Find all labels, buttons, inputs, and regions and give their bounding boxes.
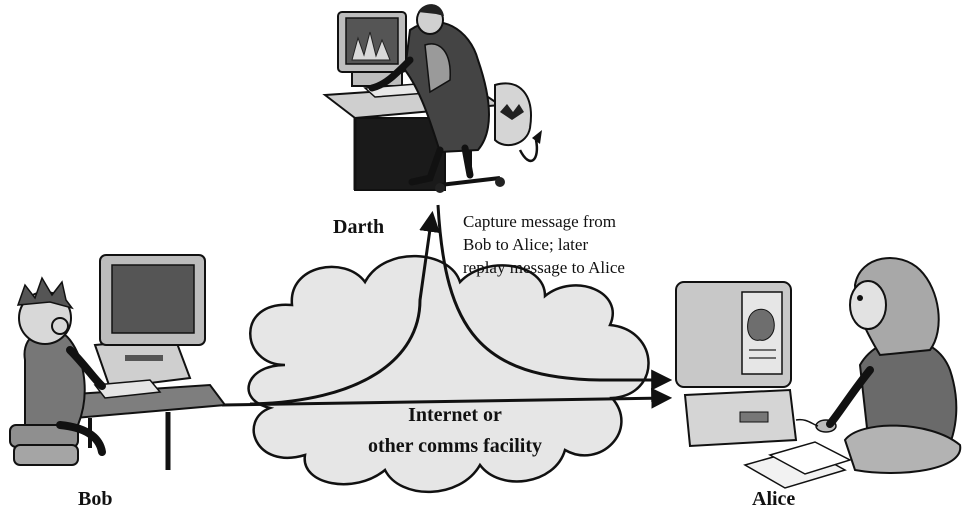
network-cloud: [247, 254, 650, 494]
darth-label: Darth: [333, 216, 384, 238]
network-label-line-2: other comms facility: [368, 435, 542, 457]
darth-figure: [322, 4, 542, 193]
alice-figure: [675, 257, 962, 489]
capture-arrow: [249, 210, 441, 406]
alice-label: Alice: [752, 488, 795, 510]
attack-note-line-2: Bob to Alice; later: [463, 235, 588, 254]
attack-note-line-1: Capture message from: [463, 212, 616, 231]
bob-to-alice-arrow: [221, 387, 673, 409]
network-label-line-1: Internet or: [408, 404, 502, 426]
attack-note-line-3: replay message to Alice: [463, 258, 625, 277]
bob-label: Bob: [78, 488, 112, 510]
bob-figure: [9, 254, 227, 470]
replay-arrow: [436, 204, 673, 391]
attack-note: Capture message from Bob to Alice; later…: [463, 212, 625, 277]
